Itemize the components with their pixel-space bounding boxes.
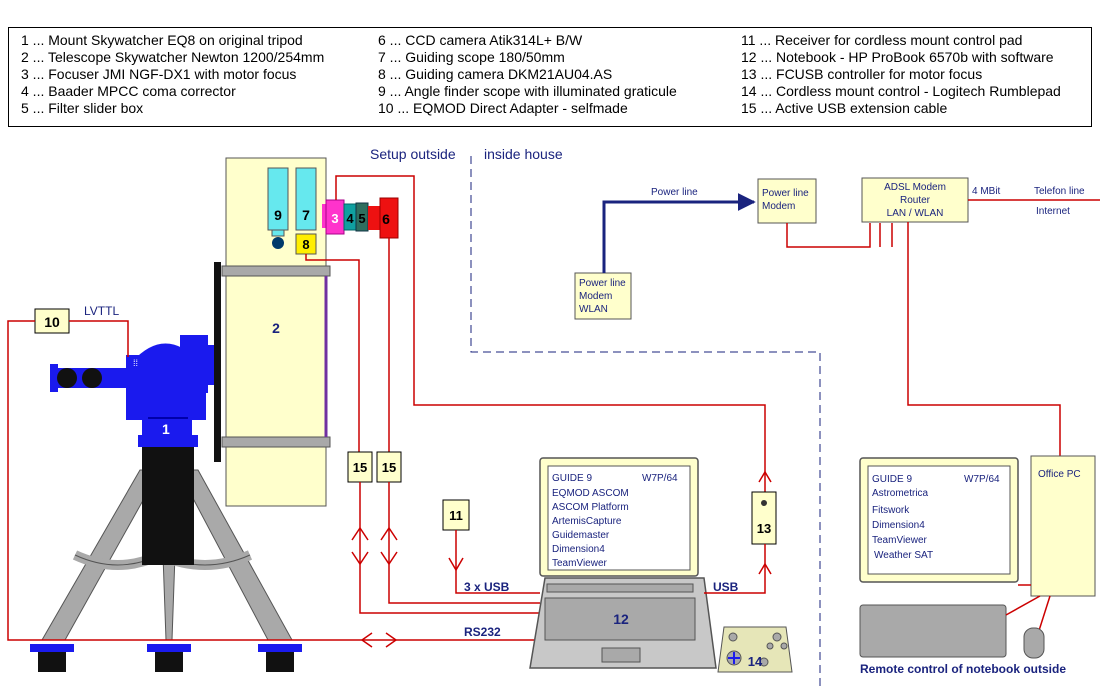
mouse [1023, 627, 1045, 659]
number-5: 5 [358, 211, 365, 226]
plm-wlan-line-1: Power line [579, 278, 626, 289]
label-rs232: RS232 [464, 625, 501, 639]
router-line-1: ADSL Modem [884, 182, 946, 193]
svg-text:⁞⁞: ⁞⁞ [133, 358, 138, 368]
powerline-modem-wlan [574, 272, 632, 320]
pc-app-2: Fitswork [872, 505, 910, 516]
legend-item-8: 8 ... Guiding camera DKM21AU04.AS [378, 66, 613, 82]
plm-wlan-line-2: Modem [579, 291, 612, 302]
label-3x-usb: 3 x USB [464, 580, 510, 594]
label-lvttl: LVTTL [84, 304, 119, 318]
imaging-train [322, 197, 399, 239]
legend-item-6: 6 ... CCD camera Atik314L+ B/W [378, 32, 583, 48]
number-4: 4 [346, 211, 354, 226]
legend-item-1: 1 ... Mount Skywatcher EQ8 on original t… [21, 32, 303, 48]
notebook-app-1: EQMOD ASCOM [552, 488, 629, 499]
number-8: 8 [302, 237, 309, 252]
mount-tripod [30, 435, 302, 672]
office-pc [1030, 455, 1096, 597]
notebook-screen-title: GUIDE 9 [552, 473, 592, 484]
label-4mbit: 4 MBit [972, 186, 1001, 197]
number-12: 12 [613, 611, 629, 627]
legend-item-14: 14 ... Cordless mount control - Logitech… [741, 83, 1061, 99]
fcusb-controller [751, 491, 777, 545]
pc-monitor [859, 457, 1019, 583]
usb-extension-1 [347, 451, 373, 483]
legend-item-10: 10 ... EQMOD Direct Adapter - selfmade [378, 100, 628, 116]
number-2: 2 [272, 320, 280, 336]
plm-line-1: Power line [762, 188, 809, 199]
label-internet: Internet [1036, 206, 1070, 217]
legend-box: 1 ... Mount Skywatcher EQ8 on original t… [8, 27, 1092, 127]
notebook-screen-os: W7P/64 [642, 473, 678, 484]
router-line-2: Router [900, 195, 931, 206]
number-11: 11 [449, 508, 463, 523]
pc-app-5: Weather SAT [874, 550, 933, 561]
notebook-app-3: ArtemisCapture [552, 516, 622, 527]
dovetail-plate [214, 262, 221, 462]
number-10: 10 [44, 314, 60, 330]
number-7: 7 [302, 207, 310, 223]
label-power-line: Power line [651, 187, 698, 198]
notebook-app-5: Dimension4 [552, 544, 605, 555]
notebook-app-2: ASCOM Platform [552, 502, 629, 513]
receiver [442, 499, 470, 531]
legend-item-7: 7 ... Guiding scope 180/50mm [378, 49, 565, 65]
number-13: 13 [757, 521, 771, 536]
number-15a: 15 [353, 460, 367, 475]
usb-extension-2 [376, 451, 402, 483]
legend-item-2: 2 ... Telescope Skywatcher Newton 1200/2… [21, 49, 325, 65]
number-3: 3 [331, 211, 338, 226]
office-pc-label: Office PC [1038, 469, 1081, 480]
label-usb: USB [713, 580, 739, 594]
notebook-app-4: Guidemaster [552, 530, 610, 541]
notebook [529, 457, 717, 669]
mount-head: ⁞⁞ [50, 335, 214, 435]
notebook-app-6: TeamViewer [552, 558, 608, 569]
label-inside-house: inside house [484, 146, 563, 162]
label-setup-outside: Setup outside [370, 146, 456, 162]
pc-app-3: Dimension4 [872, 520, 925, 531]
remote-caption: Remote control of notebook outside [860, 662, 1066, 676]
rumblepad [717, 626, 793, 673]
legend-item-5: 5 ... Filter slider box [21, 100, 144, 116]
pc-app-1: Astrometrica [872, 488, 929, 499]
legend-item-4: 4 ... Baader MPCC coma corrector [21, 83, 236, 99]
eqmod-adapter: 10 [34, 308, 70, 334]
guide-scope [295, 167, 317, 231]
keyboard [859, 604, 1007, 658]
router-line-3: LAN / WLAN [887, 208, 944, 219]
plm-wlan-line-3: WLAN [579, 304, 608, 315]
legend-item-3: 3 ... Focuser JMI NGF-DX1 with motor foc… [21, 66, 297, 82]
label-telefon-line: Telefon line [1034, 186, 1085, 197]
number-6: 6 [382, 211, 390, 227]
pc-app-4: TeamViewer [872, 535, 928, 546]
adsl-router [861, 177, 969, 223]
legend-item-9: 9 ... Angle finder scope with illuminate… [378, 83, 677, 99]
legend-item-12: 12 ... Notebook - HP ProBook 6570b with … [741, 49, 1054, 65]
number-9: 9 [274, 207, 282, 223]
number-14: 14 [748, 654, 763, 669]
number-15b: 15 [382, 460, 396, 475]
finder-scope [267, 167, 289, 249]
legend-item-15: 15 ... Active USB extension cable [741, 100, 948, 116]
pc-screen-title: GUIDE 9 [872, 474, 912, 485]
pc-screen-os: W7P/64 [964, 474, 1000, 485]
legend-item-13: 13 ... FCUSB controller for motor focus [741, 66, 983, 82]
area-boundary [470, 156, 821, 690]
plm-line-2: Modem [762, 201, 795, 212]
number-1: 1 [162, 421, 170, 437]
legend-item-11: 11 ... Receiver for cordless mount contr… [741, 32, 1023, 48]
